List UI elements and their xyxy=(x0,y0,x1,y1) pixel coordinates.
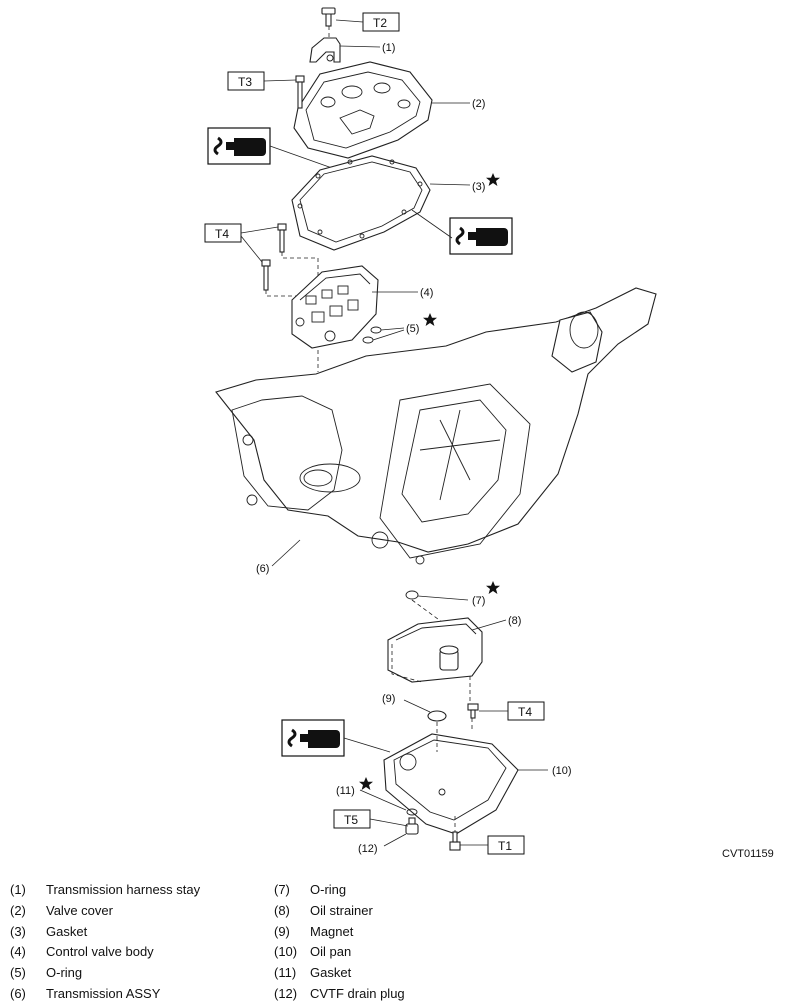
legend-item: (4) Control valve body xyxy=(10,942,290,963)
svg-text:T2: T2 xyxy=(373,16,387,30)
legend-item-number: (8) xyxy=(274,902,290,918)
legend-item-number: (6) xyxy=(10,985,26,1001)
legend-item: (5) O-ring xyxy=(10,963,290,984)
callout-12: (12) xyxy=(358,843,378,855)
legend-item-number: (10) xyxy=(274,944,298,960)
oil-strainer xyxy=(387,617,483,683)
legend-item: (1) Transmission harness stay xyxy=(10,880,290,901)
svg-text:T1: T1 xyxy=(498,839,512,853)
fluid-application-icon-right xyxy=(448,216,514,256)
legend-column-right: (7) O-ring (8) Oil strainer (9) Magnet (10)… xyxy=(274,880,554,1005)
legend-item-text: Gasket xyxy=(46,923,88,939)
svg-text:T4: T4 xyxy=(518,705,532,719)
torque-tag-t3: T3 xyxy=(227,71,265,91)
legend-item-number: (2) xyxy=(10,902,26,918)
replace-part-star-7 xyxy=(486,581,500,594)
replace-part-star-3 xyxy=(486,173,500,186)
cvtf-drain-plug xyxy=(405,817,419,835)
bolt-t4-upper-a xyxy=(277,223,287,253)
legend-item: (3) Gasket xyxy=(10,922,290,943)
legend-item-text: O-ring xyxy=(46,965,83,981)
legend-item: (10) Oil pan xyxy=(274,942,554,963)
legend-item: (8) Oil strainer xyxy=(274,901,554,922)
exploded-view-diagram: T2 (1) T3 (2) (3) xyxy=(204,7,657,855)
callout-8: (8) xyxy=(508,615,521,627)
magnet xyxy=(427,710,447,722)
legend-item-text: Valve cover xyxy=(46,902,113,918)
legend-item-number: (9) xyxy=(274,923,290,939)
svg-text:T5: T5 xyxy=(344,813,358,827)
torque-tag-t4-upper: T4 xyxy=(204,223,242,243)
legend-item-number: (12) xyxy=(274,985,298,1001)
legend-item: (7) O-ring xyxy=(274,880,554,901)
legend-item-text: Gasket xyxy=(310,965,352,981)
legend-item-number: (3) xyxy=(10,923,26,939)
callout-3: (3) xyxy=(472,181,485,193)
figure-code: CVT01159 xyxy=(722,848,774,860)
legend-item-number: (7) xyxy=(274,882,290,897)
legend-item: (12) CVTF drain plug xyxy=(274,984,554,1005)
gasket-valve-cover xyxy=(291,155,431,251)
bolt-t4-lower xyxy=(467,703,479,719)
o-ring-valve-body xyxy=(362,326,382,344)
legend-item-number: (11) xyxy=(274,965,297,981)
legend-column-left: (1) Transmission harness stay (2) Valve co… xyxy=(10,880,290,1005)
bolt-t3 xyxy=(295,75,305,109)
legend-item: (6) Transmission ASSY xyxy=(10,984,290,1005)
legend-item-number: (5) xyxy=(10,965,26,981)
legend-item-text: CVTF drain plug xyxy=(310,985,405,1001)
callout-11: (11) xyxy=(336,785,355,797)
legend-item: (9) Magnet xyxy=(274,922,554,943)
legend-item-text: Magnet xyxy=(310,923,354,939)
svg-text:T4: T4 xyxy=(215,227,229,241)
callout-6: (6) xyxy=(256,563,269,575)
torque-tag-t5: T5 xyxy=(333,809,371,829)
fluid-application-icon-upper xyxy=(206,126,272,166)
legend-item: (2) Valve cover xyxy=(10,901,290,922)
legend-item-text: Oil strainer xyxy=(310,902,373,918)
callout-10: (10) xyxy=(552,765,572,777)
legend-item-text: Oil pan xyxy=(310,944,352,960)
svg-text:T3: T3 xyxy=(238,75,252,89)
torque-tag-t4-lower: T4 xyxy=(507,701,545,721)
legend-item-text: Control valve body xyxy=(46,944,154,960)
fluid-application-icon-lower xyxy=(280,718,346,758)
bolt-t1 xyxy=(449,831,461,851)
callout-9: (9) xyxy=(382,693,395,705)
valve-cover xyxy=(293,61,433,159)
legend-item: (11) Gasket xyxy=(274,963,554,984)
o-ring-strainer xyxy=(405,590,419,600)
callout-5: (5) xyxy=(406,323,419,335)
control-valve-body xyxy=(291,265,379,349)
legend-item-number: (1) xyxy=(10,882,26,897)
callout-7: (7) xyxy=(472,595,485,607)
callout-2: (2) xyxy=(472,98,485,110)
replace-part-star-11 xyxy=(359,777,373,790)
legend-item-number: (4) xyxy=(10,944,26,960)
legend-item-text: Transmission ASSY xyxy=(46,985,161,1001)
replace-part-star-5 xyxy=(423,313,437,326)
oil-pan xyxy=(383,718,519,835)
legend-item-text: Transmission harness stay xyxy=(46,882,201,897)
torque-tag-t2: T2 xyxy=(362,12,400,32)
bolt-t4-upper-b xyxy=(261,259,271,291)
callout-1: (1) xyxy=(382,42,395,54)
torque-tag-t1: T1 xyxy=(487,835,525,855)
gasket-drain-plug xyxy=(406,808,418,816)
callout-4: (4) xyxy=(420,287,433,299)
legend-item-text: O-ring xyxy=(310,882,347,897)
harness-stay xyxy=(309,7,341,63)
transmission-assy xyxy=(215,287,657,565)
